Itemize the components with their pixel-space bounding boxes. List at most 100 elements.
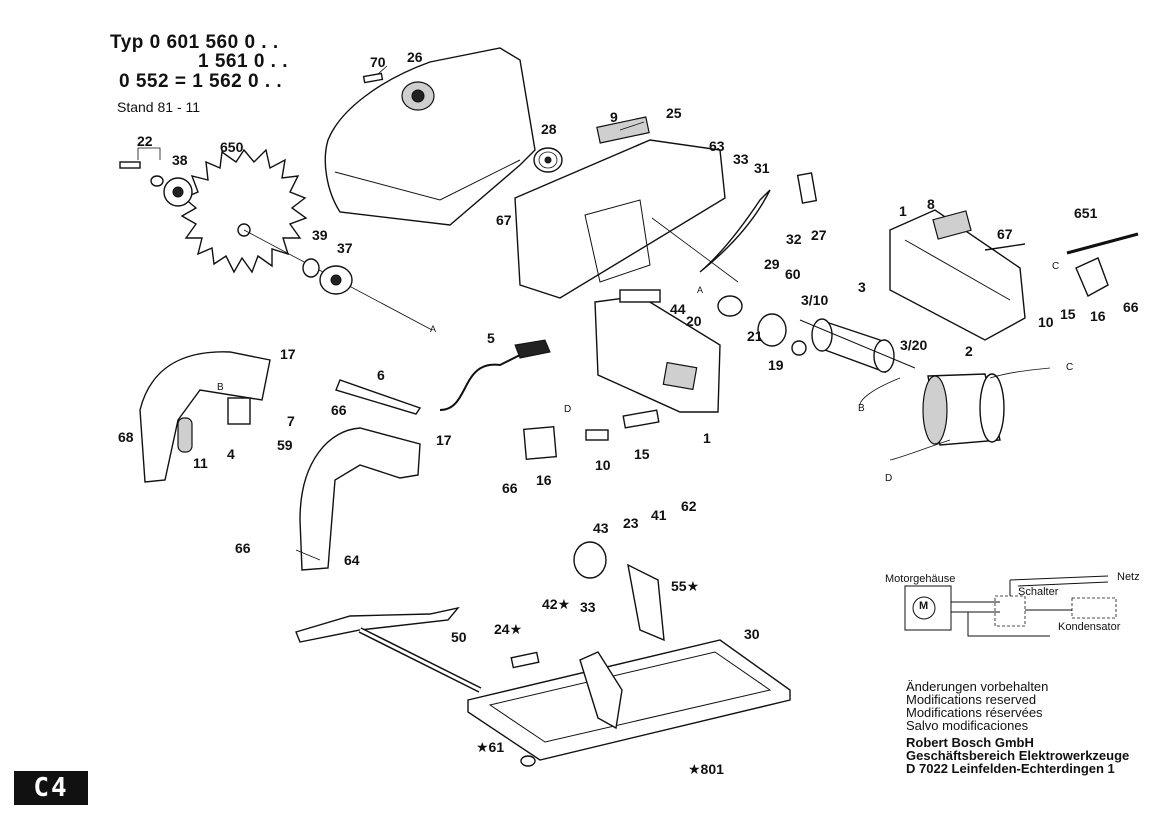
callout: 44 bbox=[670, 301, 686, 317]
callout: 70 bbox=[370, 54, 386, 70]
callout: 20 bbox=[686, 313, 702, 329]
callout: 9 bbox=[610, 109, 618, 125]
callout: 67 bbox=[997, 226, 1013, 242]
callout: 8 bbox=[927, 196, 935, 212]
callout: 16 bbox=[1090, 308, 1106, 324]
callout: 66 bbox=[1123, 299, 1139, 315]
handle-lower bbox=[299, 427, 421, 571]
callout: 23 bbox=[623, 515, 639, 531]
callout: 24★ bbox=[494, 621, 523, 637]
callout: ★61 bbox=[476, 739, 505, 755]
saw-blade bbox=[180, 148, 308, 274]
clamp bbox=[796, 172, 818, 204]
wing-nut bbox=[510, 651, 540, 669]
callout: 3/20 bbox=[900, 337, 928, 353]
marker-d: D bbox=[885, 473, 893, 484]
callout: 66 bbox=[331, 402, 347, 418]
carbon-brush bbox=[585, 429, 609, 441]
callout: 2 bbox=[965, 343, 973, 359]
callout: 3 bbox=[858, 279, 866, 295]
callout: 11 bbox=[193, 455, 208, 471]
callout: 3/10 bbox=[801, 292, 829, 308]
callout: 67 bbox=[496, 212, 512, 228]
callout: 4 bbox=[227, 446, 235, 462]
company-name: Robert Bosch GmbH bbox=[906, 735, 1034, 750]
marker-b: B bbox=[217, 382, 224, 393]
callout: 31 bbox=[754, 160, 770, 176]
gear-housing bbox=[594, 289, 721, 413]
bearing-small bbox=[791, 340, 807, 356]
note-line: Änderungen vorbehalten bbox=[906, 679, 1049, 694]
callout: 39 bbox=[312, 227, 328, 243]
callout: 38 bbox=[172, 152, 188, 168]
callout: 42★ bbox=[542, 596, 571, 612]
callout: 7 bbox=[287, 413, 295, 429]
callout: 5 bbox=[487, 330, 495, 346]
callout: 66 bbox=[502, 480, 518, 496]
callout: 17 bbox=[280, 346, 296, 362]
inner-flange bbox=[302, 258, 320, 278]
marker-d: D bbox=[564, 404, 572, 415]
callout: 15 bbox=[1060, 306, 1076, 322]
callout: 62 bbox=[681, 498, 697, 514]
callout: 28 bbox=[541, 121, 557, 137]
wiring-switch-label: Schalter bbox=[1018, 586, 1059, 598]
wiring-motor-label: Motorgehäuse bbox=[885, 573, 956, 585]
callout: 43 bbox=[593, 520, 609, 536]
callout: 37 bbox=[337, 240, 353, 256]
callout: 1 bbox=[899, 203, 907, 219]
callout: 41 bbox=[651, 507, 667, 523]
callout: 10 bbox=[595, 457, 611, 473]
callout: 650 bbox=[220, 139, 244, 155]
guard-lever bbox=[699, 189, 771, 273]
screw-61 bbox=[520, 755, 536, 767]
callout: 651 bbox=[1074, 205, 1098, 221]
company-address: D 7022 Leinfelden-Echterdingen 1 bbox=[906, 761, 1115, 776]
stator bbox=[922, 373, 1005, 446]
brush-cap bbox=[522, 425, 558, 461]
marker-c: C bbox=[1052, 261, 1060, 272]
note-line: Modifications reserved bbox=[906, 692, 1037, 707]
callout: ★801 bbox=[688, 761, 724, 777]
wiring-diagram bbox=[904, 575, 1117, 637]
callout: 1 bbox=[703, 430, 711, 446]
type-line-3: 0 552 = 1 562 0 . . bbox=[119, 71, 283, 92]
marker-b: B bbox=[858, 403, 865, 414]
stand-date: Stand 81 - 11 bbox=[117, 99, 201, 115]
wiring-net-label: Netz bbox=[1117, 571, 1140, 583]
knob bbox=[573, 541, 607, 579]
base-plate bbox=[467, 639, 791, 761]
motor-housing bbox=[889, 209, 1026, 341]
callout: 60 bbox=[785, 266, 801, 282]
callout: 16 bbox=[536, 472, 552, 488]
type-line-1: Typ 0 601 560 0 . . bbox=[110, 32, 279, 53]
callout: 66 bbox=[235, 540, 251, 556]
motor-symbol: M bbox=[919, 600, 929, 612]
callout: 29 bbox=[764, 256, 780, 272]
type-line-2: 1 561 0 . . bbox=[198, 51, 289, 72]
marker-a: A bbox=[430, 324, 437, 334]
note-line: Modifications réservées bbox=[906, 705, 1043, 720]
callout: 55★ bbox=[671, 578, 700, 594]
callout: 10 bbox=[1038, 314, 1054, 330]
callout: 64 bbox=[344, 552, 360, 568]
washer bbox=[150, 175, 164, 187]
brush-cover bbox=[1075, 257, 1109, 297]
callout: 63 bbox=[709, 138, 725, 154]
callout: 17 bbox=[436, 432, 452, 448]
callout: 68 bbox=[118, 429, 134, 445]
gear bbox=[757, 313, 787, 347]
callout: 6 bbox=[377, 367, 385, 383]
callout: 59 bbox=[277, 437, 293, 453]
wiring-capacitor-label: Kondensator bbox=[1058, 621, 1121, 633]
note-line: Salvo modificaciones bbox=[906, 718, 1029, 733]
handle-left bbox=[139, 351, 271, 483]
angle-scale bbox=[627, 563, 665, 642]
plug bbox=[514, 339, 551, 359]
callout: 27 bbox=[811, 227, 827, 243]
callout: 33 bbox=[733, 151, 749, 167]
marker-c: C bbox=[1066, 362, 1074, 373]
cable-sleeve bbox=[335, 379, 422, 415]
